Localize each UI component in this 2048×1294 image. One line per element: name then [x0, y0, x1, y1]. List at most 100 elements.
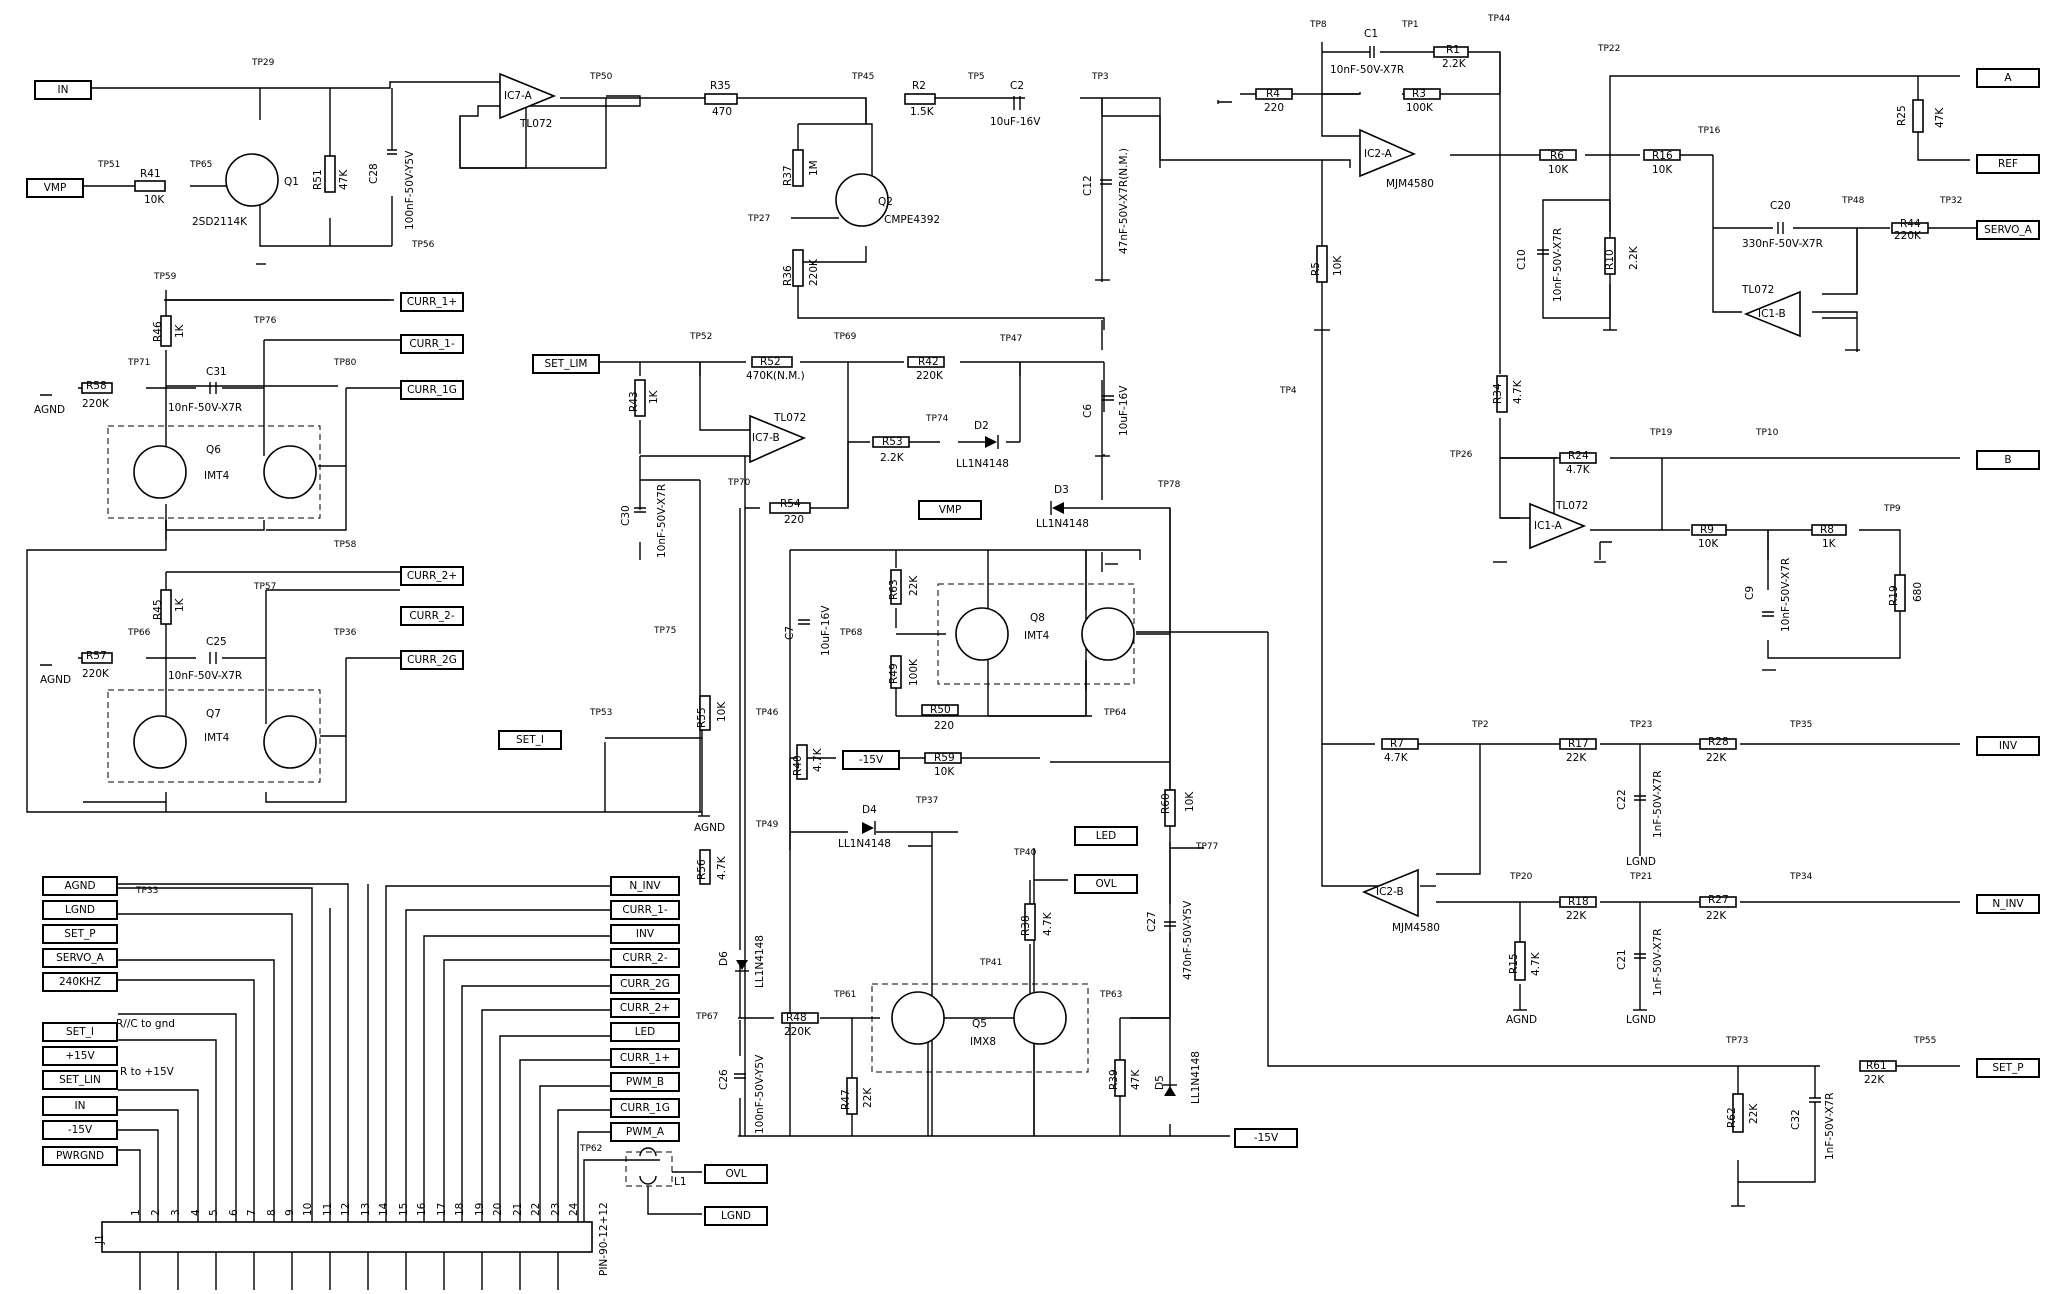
- tp: TP21: [1630, 872, 1653, 882]
- c32-val: 1nF-50V-X7R: [1824, 1092, 1836, 1160]
- r18-ref: R18: [1568, 896, 1589, 908]
- c25-val: 10nF-50V-X7R: [168, 670, 243, 682]
- c28-val: 100nF-50V-Y5V: [404, 150, 416, 230]
- connector-j1: [101, 883, 660, 1290]
- d6-part: LL1N4148: [754, 935, 766, 988]
- r34-val: 4.7K: [1512, 380, 1524, 404]
- r62-ref: R62: [1726, 1107, 1738, 1128]
- l1-ref: L1: [674, 1176, 687, 1188]
- d3-part: LL1N4148: [1036, 518, 1089, 530]
- ic2b-part: MJM4580: [1392, 922, 1440, 934]
- r47-val: 22K: [862, 1087, 874, 1108]
- r35-val: 470: [712, 106, 733, 118]
- r52-val: 470K(N.M.): [746, 370, 805, 382]
- port-ovl-2: OVL: [704, 1164, 768, 1184]
- q7-part: IMT4: [204, 732, 230, 744]
- tp: TP52: [690, 332, 713, 342]
- tp: TP35: [1790, 720, 1813, 730]
- j1-pin: 1: [130, 1209, 142, 1216]
- r5-val: 10K: [1332, 255, 1344, 276]
- d5-ref: D5: [1154, 1075, 1166, 1090]
- r2-val: 1.5K: [910, 106, 934, 118]
- j1-pin: 7: [246, 1209, 258, 1216]
- c31-val: 10nF-50V-X7R: [168, 402, 243, 414]
- r60-val: 10K: [1184, 791, 1196, 812]
- r57-ref: R57: [86, 650, 107, 662]
- ic2b-label: IC2-B: [1376, 886, 1404, 898]
- conn-left-10: PWRGND: [42, 1146, 118, 1166]
- tp: TP51: [98, 160, 121, 170]
- j1-pin: 23: [550, 1202, 562, 1216]
- c2-val: 10uF-16V: [990, 116, 1041, 128]
- gnd-lgnd-2: LGND: [1626, 1014, 1656, 1026]
- r59-val: 10K: [934, 766, 955, 778]
- r49-val: 100K: [908, 659, 920, 686]
- conn-left-0: AGND: [42, 876, 118, 896]
- tp: TP70: [728, 478, 751, 488]
- q5-part: IMX8: [970, 1036, 997, 1048]
- j1-pin: 12: [340, 1202, 352, 1216]
- tp: TP41: [980, 958, 1003, 968]
- tp: TP57: [254, 582, 277, 592]
- r4-val: 220: [1264, 102, 1285, 114]
- r47-ref: R47: [840, 1089, 852, 1110]
- j1-pin: 11: [322, 1202, 334, 1216]
- tp: TP2: [1472, 720, 1489, 730]
- r28-val: 22K: [1706, 752, 1727, 764]
- port-ovl: OVL: [1074, 874, 1138, 894]
- tp: TP59: [154, 272, 177, 282]
- c6-ref: C6: [1082, 403, 1094, 418]
- tp: TP61: [834, 990, 857, 1000]
- r8-ref: R8: [1820, 524, 1834, 536]
- port-n-inv: N_INV: [1976, 894, 2040, 914]
- tp: TP58: [334, 540, 357, 550]
- c26-val: 100nF-50V-Y5V: [754, 1054, 766, 1134]
- ground-symbols: [40, 100, 1860, 1207]
- r5-ref: R5: [1310, 262, 1322, 276]
- r40-ref: R40: [792, 755, 804, 776]
- q8-ref: Q8: [1030, 612, 1045, 624]
- tp: TP66: [128, 628, 151, 638]
- j1-pin: 5: [208, 1209, 220, 1216]
- r58-ref: R58: [86, 380, 107, 392]
- tp: TP27: [748, 214, 771, 224]
- r39-ref: R39: [1108, 1069, 1120, 1090]
- r6-ref: R6: [1550, 150, 1564, 162]
- gnd-agnd-3: AGND: [694, 822, 726, 834]
- c28-ref: C28: [368, 163, 380, 184]
- r9-val: 10K: [1698, 538, 1719, 550]
- port-vmp-2: VMP: [918, 500, 982, 520]
- tp: TP40: [1014, 848, 1037, 858]
- q1-part: 2SD2114K: [192, 216, 248, 228]
- ic2a-part: MJM4580: [1386, 178, 1434, 190]
- d5-part: LL1N4148: [1190, 1051, 1202, 1104]
- r9-ref: R9: [1700, 524, 1714, 536]
- q8-part: IMT4: [1024, 630, 1050, 642]
- diodes: [735, 435, 1177, 1096]
- conn-right-7: CURR_1+: [610, 1048, 680, 1068]
- conn-left-9: -15V: [42, 1120, 118, 1140]
- j1-pin: 9: [284, 1209, 296, 1216]
- d6-ref: D6: [718, 951, 730, 966]
- r53-val: 2.2K: [880, 452, 904, 464]
- r54-val: 220: [784, 514, 805, 526]
- tp: TP45: [852, 72, 875, 82]
- tp: TP49: [756, 820, 779, 830]
- r35-ref: R35: [710, 80, 731, 92]
- tp: TP8: [1310, 20, 1327, 30]
- tp: TP78: [1158, 480, 1181, 490]
- r41-ref: R41: [140, 168, 161, 180]
- note-r15: R to +15V: [120, 1066, 174, 1078]
- c10-val: 10nF-50V-X7R: [1552, 227, 1564, 302]
- c27-val: 470nF-50V-Y5V: [1182, 900, 1194, 980]
- tp: TP80: [334, 358, 357, 368]
- conn-right-6: LED: [610, 1022, 680, 1042]
- c7-ref: C7: [784, 625, 796, 640]
- port-set-p: SET_P: [1976, 1058, 2040, 1078]
- port-m15v-1: -15V: [842, 750, 900, 770]
- tp: TP36: [334, 628, 357, 638]
- c30-ref: C30: [620, 505, 632, 526]
- r24-ref: R24: [1568, 450, 1589, 462]
- r10-ref: R10: [1604, 249, 1616, 270]
- conn-left-2: SET_P: [42, 924, 118, 944]
